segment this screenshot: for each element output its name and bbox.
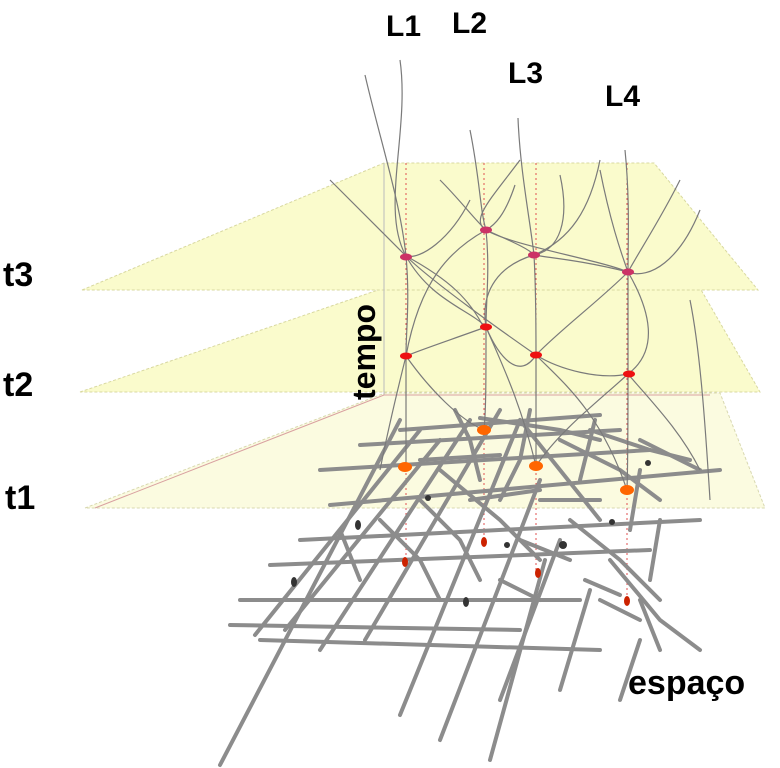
node-t2-L1 (400, 352, 412, 360)
node-ground-L4 (624, 596, 630, 606)
label-t2: t2 (3, 366, 33, 404)
node-t2-L2 (480, 323, 492, 331)
street-segment (498, 538, 562, 702)
space-axis-line (94, 394, 385, 509)
street-segment (438, 478, 542, 742)
street-segment (518, 538, 572, 562)
node-t2-L3 (530, 351, 542, 359)
node-t1-L3 (529, 461, 543, 471)
street-segment (258, 638, 602, 652)
time-axis-label: tempo (346, 304, 382, 400)
street-segment (468, 488, 542, 502)
street-segment (638, 438, 702, 472)
street-segment (558, 588, 592, 692)
street-segment (608, 558, 702, 652)
street-segment (488, 558, 547, 762)
label-t1: t1 (5, 479, 35, 517)
node-t3-L2 (480, 226, 492, 234)
layer-nodes (398, 226, 635, 606)
label-L4: L4 (605, 80, 640, 113)
layer-labels: t3 t2 t1 (3, 256, 35, 517)
node-t1-L1 (398, 462, 412, 472)
trajectories (329, 59, 711, 501)
street-segment (638, 598, 662, 652)
line-labels: L1 L2 L3 L4 (386, 7, 640, 113)
plane-t2 (79, 287, 761, 393)
plane-t3 (81, 162, 760, 291)
node-t3-L1 (400, 253, 412, 261)
street-segment (518, 418, 602, 522)
street-network (218, 408, 722, 767)
street-segment (338, 528, 362, 582)
node-ground-L2 (481, 537, 487, 547)
street-segment (268, 548, 652, 567)
street-segment (598, 598, 642, 622)
street-segment (378, 518, 442, 602)
street-segment (478, 416, 602, 442)
street-segment (453, 408, 482, 482)
node-t2-L4 (623, 370, 635, 378)
street-segment (498, 408, 532, 502)
node-t1-L4 (620, 485, 634, 495)
street-segment (328, 468, 722, 507)
street-nodes (291, 460, 651, 607)
node-t3-L3 (528, 251, 540, 259)
street-segment (438, 468, 542, 562)
street-segment (568, 518, 662, 602)
street-segment (498, 578, 542, 602)
label-L3: L3 (508, 57, 543, 90)
street-segment (628, 468, 642, 532)
street-segment (583, 578, 622, 597)
street-segment (398, 418, 522, 717)
street-segment (418, 498, 482, 582)
street-segment (298, 518, 702, 542)
street-segment (578, 418, 597, 482)
node-ground-L1 (402, 557, 408, 567)
label-t3: t3 (3, 256, 33, 294)
street-segment (648, 518, 662, 582)
node-t3-L4 (622, 268, 634, 276)
node-t1-L2 (477, 425, 491, 435)
street-segment (318, 448, 652, 472)
label-L1: L1 (386, 10, 421, 43)
node-ground-L3 (535, 568, 541, 578)
street-segment (418, 453, 502, 462)
label-L2: L2 (452, 7, 487, 40)
time-planes (79, 162, 766, 509)
street-segment (228, 623, 522, 632)
street-segment (218, 418, 402, 767)
street-segment (618, 638, 642, 702)
space-axis-label: espaço (628, 664, 745, 702)
